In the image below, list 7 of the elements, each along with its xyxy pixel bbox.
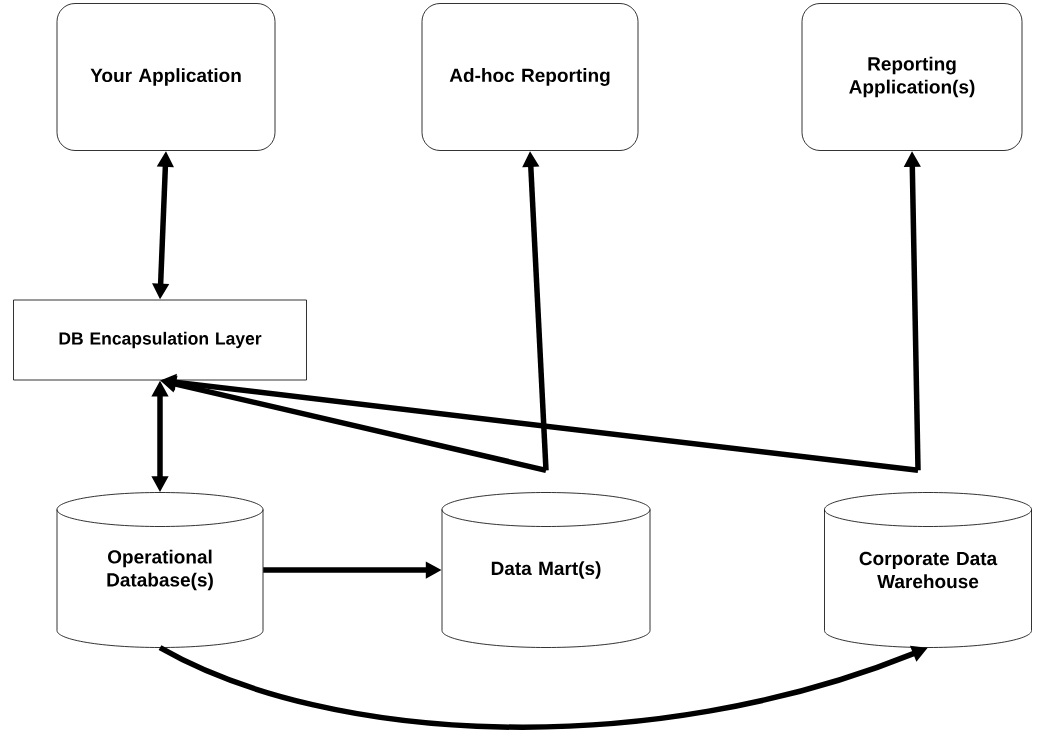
database-cylinder: Operational Database(s) xyxy=(56,492,264,648)
application-box: Your Application xyxy=(56,3,276,151)
application-box: Reporting Application(s) xyxy=(801,3,1023,151)
database-cylinder: Corporate Data Warehouse xyxy=(824,492,1032,648)
database-cylinder: Data Mart(s) xyxy=(441,492,651,648)
layer-box: DB Encapsulation Layer xyxy=(13,299,307,381)
application-box: Ad-hoc Reporting xyxy=(421,3,639,151)
